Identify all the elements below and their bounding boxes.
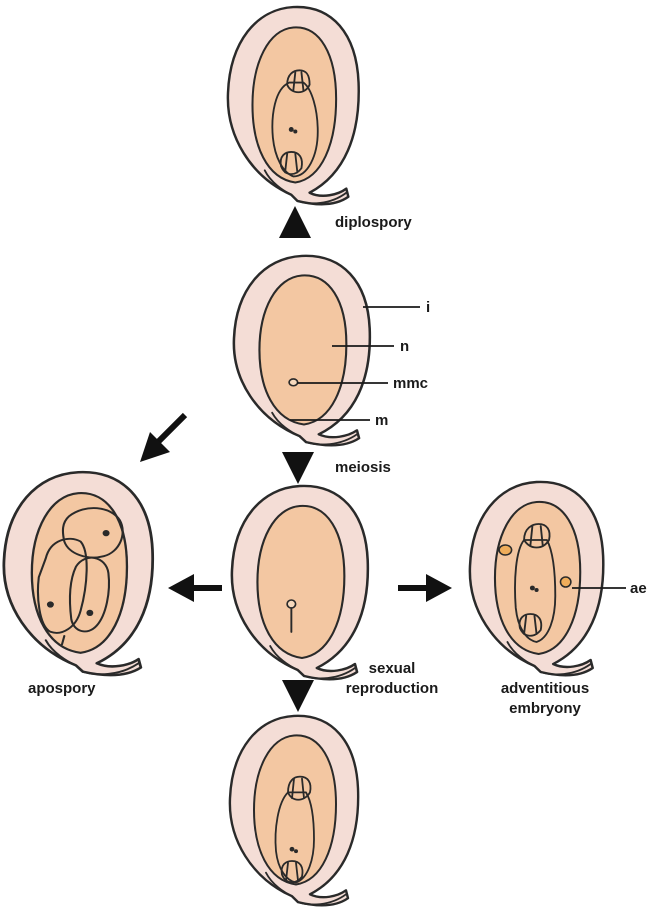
label-sexual-line2: reproduction [346,680,439,697]
adventitious-embryo-initial-left [499,545,511,555]
ovule-sexual [230,716,358,906]
label-sexual-line1: sexual [369,660,416,677]
arrow-diagonal-apospory [140,415,185,462]
ovule-center [234,256,370,446]
megaspore-mother-cell [289,379,297,386]
label-adventitious-line1: adventitious [501,680,589,697]
ovule-diplospory [228,7,359,204]
label-mmc: mmc [393,375,428,392]
ovule-meiosis [232,486,368,679]
arrow-right-adventitious [398,574,452,602]
label-meiosis: meiosis [335,459,391,476]
arrow-down-meiosis [282,452,314,484]
label-micropyle: m [375,412,388,429]
label-apospory: apospory [28,680,96,697]
label-adventitious-line2: embryony [509,700,581,717]
label-nucellus: n [400,338,409,355]
label-diplospory: diplospory [335,214,412,231]
arrow-left-apospory [168,574,222,602]
adventitious-embryo-initial-right [560,577,570,587]
label-ae: ae [630,580,647,597]
arrow-down-sexual [282,680,314,712]
ovule-adventitious-embryony [470,482,603,675]
label-integument: i [426,299,430,316]
ovule-apospory [4,472,153,675]
arrow-up-diplospory [279,206,311,238]
